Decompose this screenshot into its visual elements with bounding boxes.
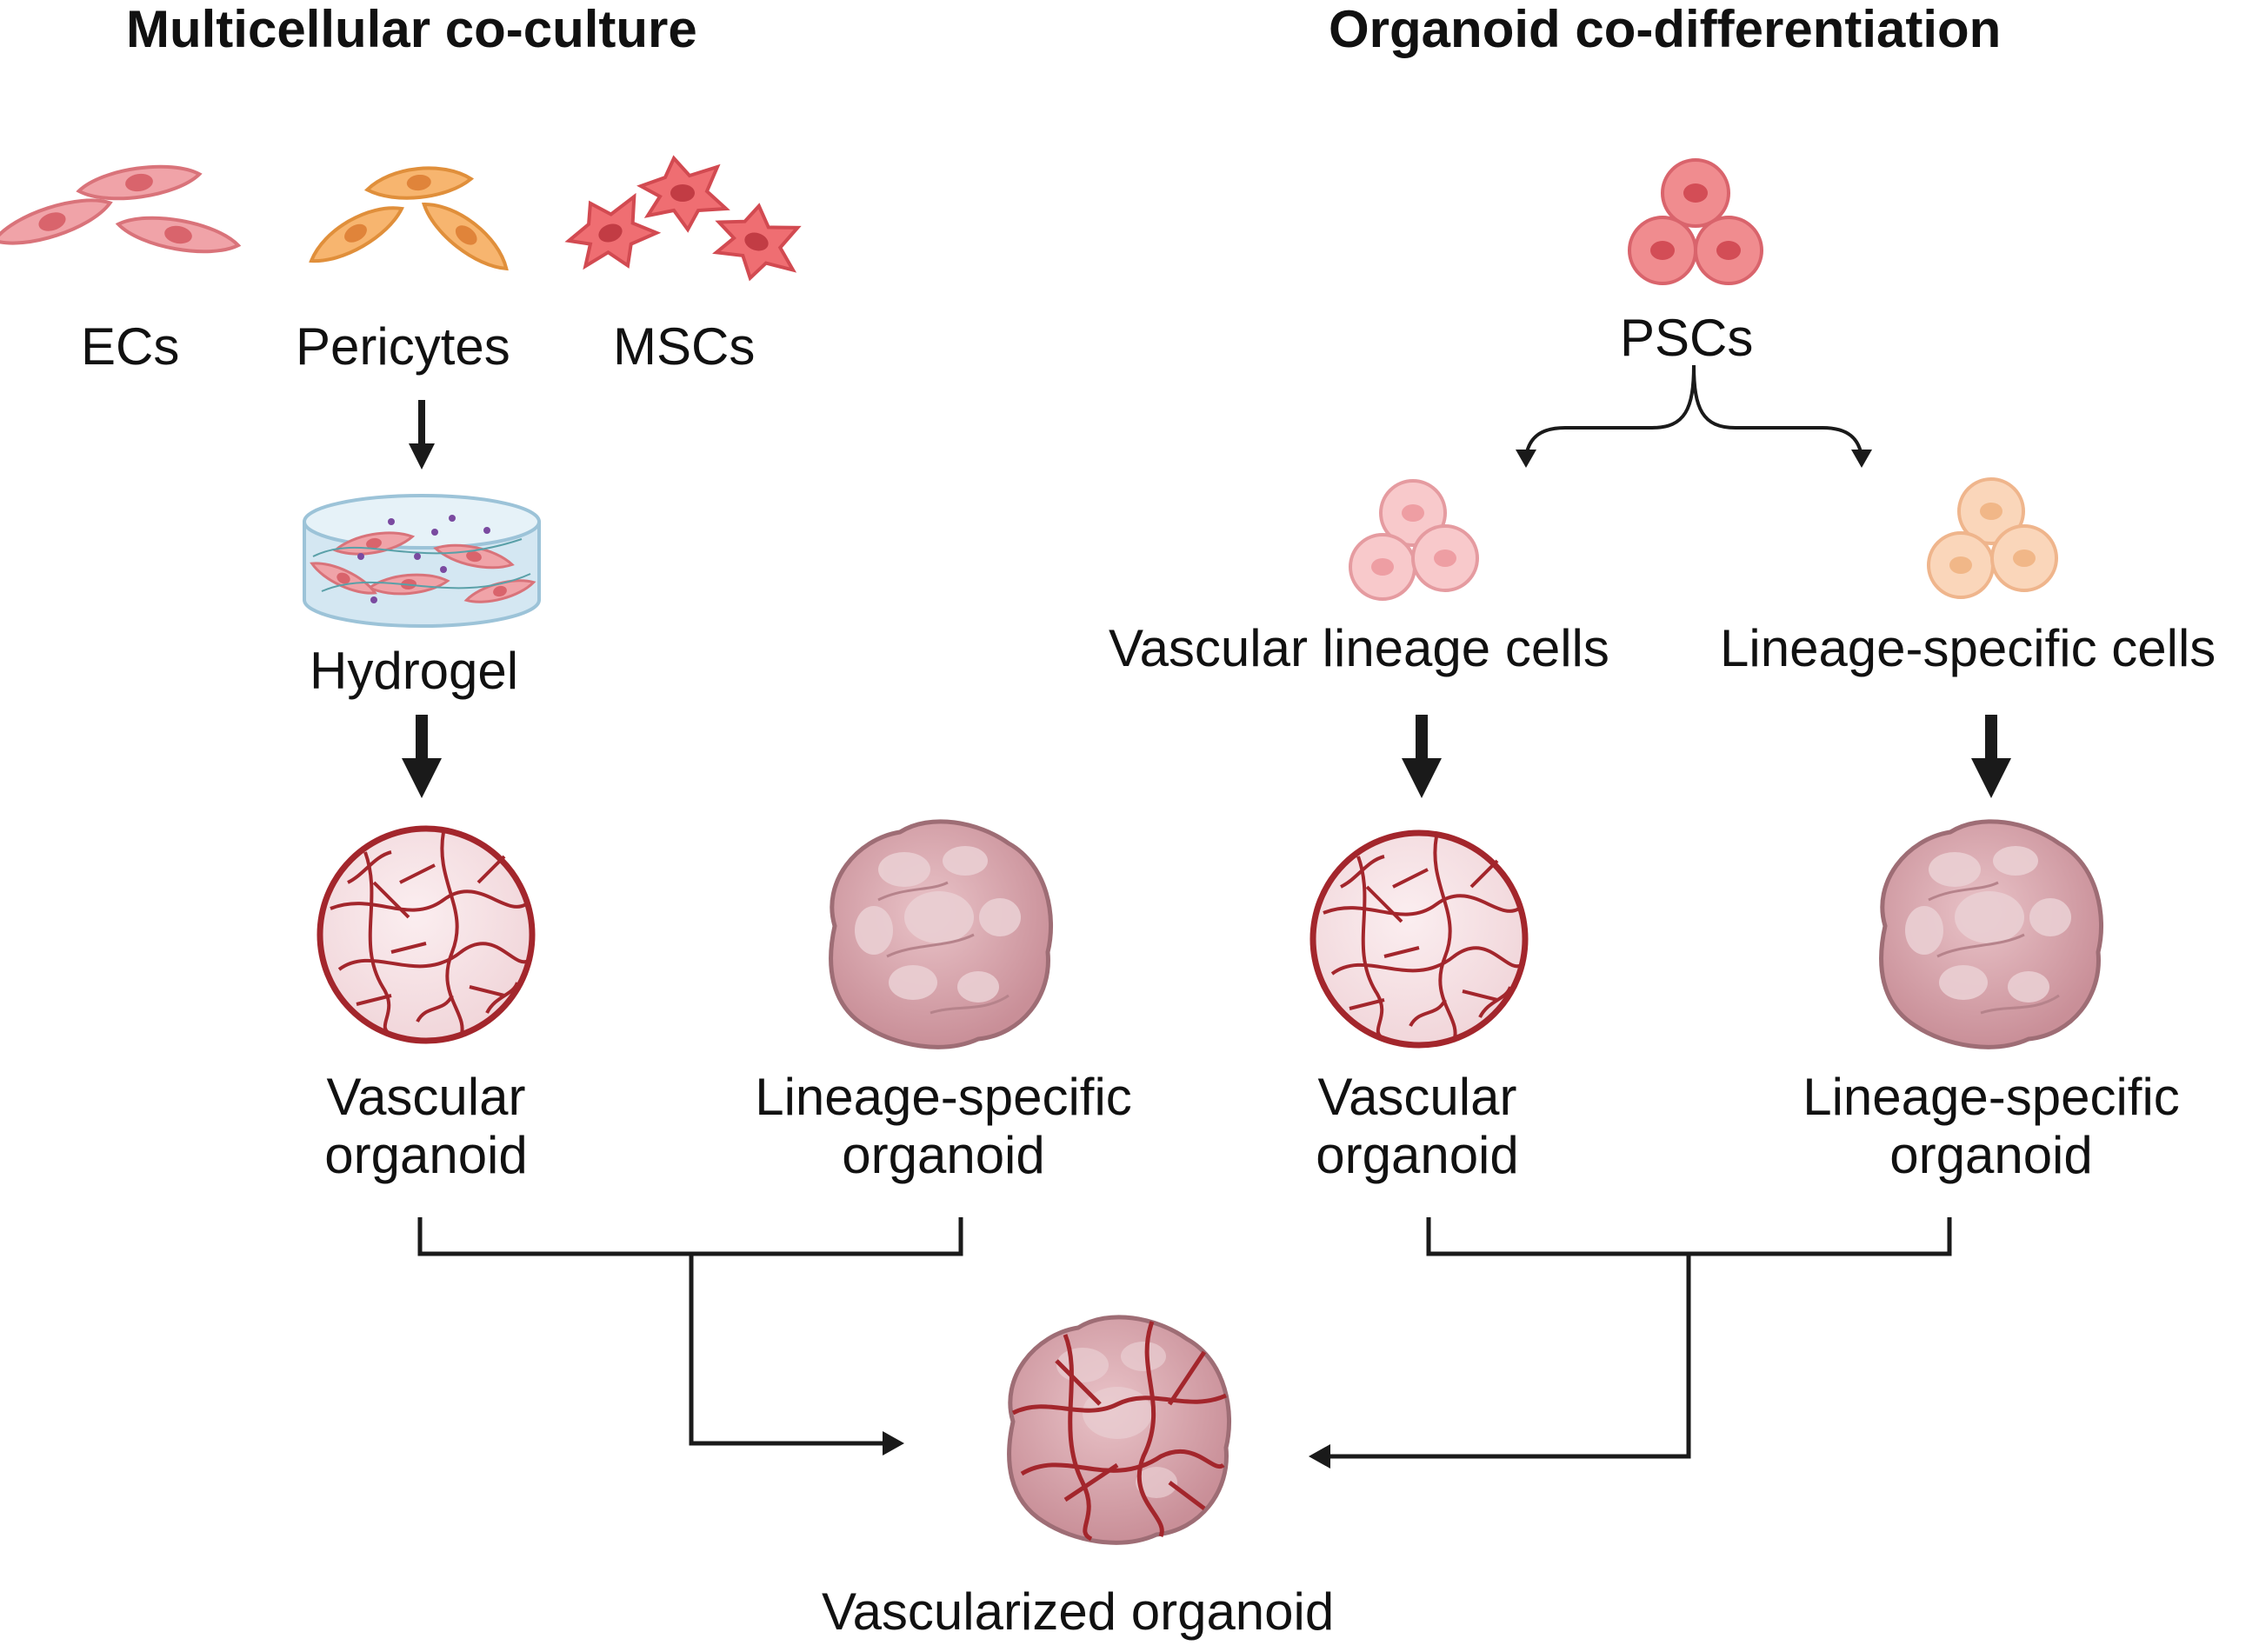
label-vascular-lineage-cells: Vascular lineage cells [1109,619,1609,677]
label-right-lineage-organoid: Lineage-specific organoid [1803,1068,2180,1185]
pscs-icon [1628,158,1763,285]
arrow-vascular-cells-to-organoid [1402,715,1442,798]
arrow-lineage-cells-to-organoid [1971,715,2011,798]
label-pscs: PSCs [1620,309,1754,367]
arrow-hydrogel-to-organoid [402,715,442,798]
endothelial-cells-icon [0,164,242,254]
label-right-vascular-organoid: Vascular organoid [1316,1068,1519,1185]
vascular-organoid-icon-left [317,825,536,1044]
lineage-specific-cells-icon [1927,477,2058,599]
mscs-icon [564,155,802,282]
label-left-lineage-organoid: Lineage-specific organoid [755,1068,1132,1185]
label-vascularized-organoid: Vascularized organoid [822,1582,1335,1641]
label-pericytes: Pericytes [296,317,510,376]
arrow-cells-to-hydrogel [409,400,435,470]
label-left-vascular-organoid: Vascular organoid [324,1068,528,1185]
vascularized-organoid-icon [1007,1315,1232,1545]
psc-branch-arrows [1516,364,1872,468]
label-ecs: ECs [81,317,180,376]
left-combine-connector [417,1217,963,1455]
right-panel-title: Organoid co-differentiation [1329,0,2002,58]
label-mscs: MSCs [613,317,756,376]
vascular-lineage-cells-icon [1349,479,1479,601]
label-lineage-specific-cells: Lineage-specific cells [1720,619,2216,677]
hydrogel-dish-icon [303,494,541,628]
lineage-organoid-icon-left [829,819,1054,1049]
label-hydrogel: Hydrogel [310,642,519,700]
left-panel-title: Multicellular co-culture [126,0,697,58]
lineage-organoid-icon-right [1879,819,2104,1049]
pericytes-icon [309,166,509,271]
right-combine-connector [1309,1217,1952,1469]
vascular-organoid-icon-right [1309,829,1529,1049]
